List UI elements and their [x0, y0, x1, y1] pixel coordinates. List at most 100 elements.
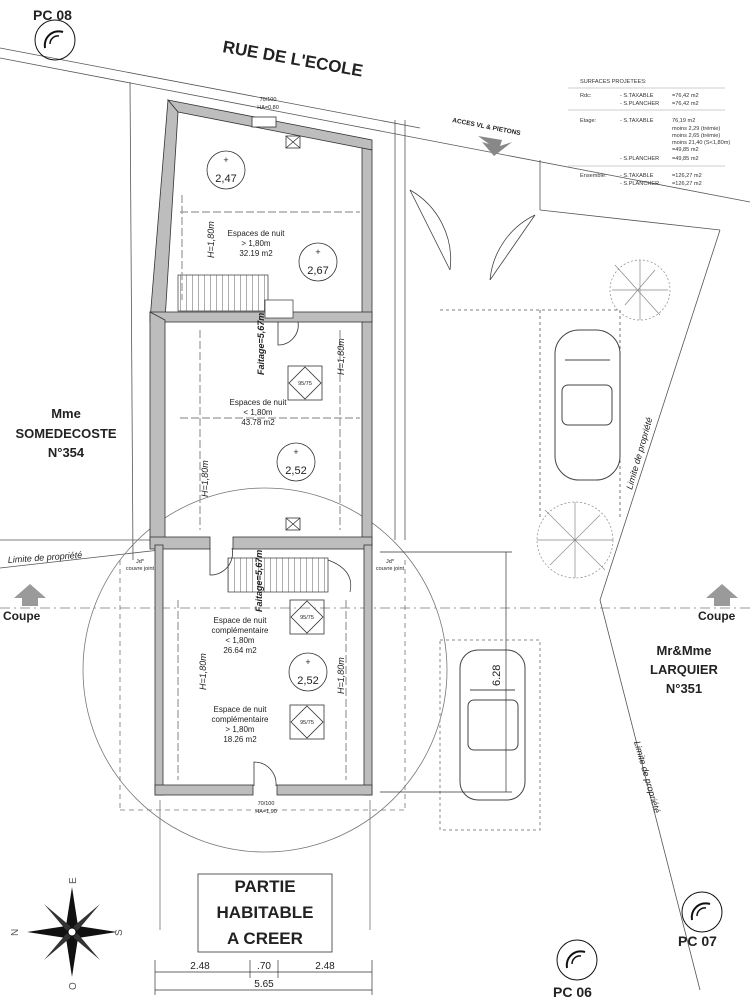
window-ha: HA=1,90 [255, 809, 277, 815]
room-area: 18.26 m2 [223, 735, 257, 744]
street-name: RUE DE L'ECOLE [221, 37, 364, 80]
extension-outline [82, 487, 448, 930]
dimension-label: 2.48 [190, 961, 210, 972]
room-size: > 1,80m [225, 725, 254, 734]
svg-text:Rdc:: Rdc: [580, 93, 592, 99]
height-label: H=1,80m [200, 460, 210, 497]
neighbor-number: N°351 [666, 681, 702, 696]
skylights [251, 116, 325, 740]
dimension-label: 5.65 [254, 979, 274, 990]
window-size: 70/100 [258, 801, 275, 807]
habitable-label: HABITABLE [217, 903, 314, 922]
elevation-markers [206, 150, 338, 692]
height-label: H=1,80m [198, 653, 208, 690]
dimension-label: 6.28 [491, 665, 503, 686]
elevation-label: 2,67 [307, 265, 328, 277]
window-size: 70/100 [260, 97, 277, 103]
pc-view-marker-icon [34, 19, 723, 981]
svg-text:SURFACES PROJETEES:: SURFACES PROJETEES: [580, 79, 647, 85]
surfaces-table: SURFACES PROJETEES: Rdc: - S.TAXABLE =76… [568, 79, 730, 187]
joint-label: Jd* [386, 559, 395, 565]
svg-text:=126,27 m2: =126,27 m2 [672, 173, 702, 179]
compass-e: E [68, 877, 79, 884]
tree-icon [536, 259, 671, 579]
svg-text:=49,85 m2: =49,85 m2 [672, 156, 699, 162]
elevation-label: 2,52 [297, 675, 318, 687]
svg-text:+: + [315, 247, 320, 257]
height-label: H=1,80m [206, 221, 216, 258]
window-ha: HA=0,80 [257, 105, 279, 111]
pc-label: PC 06 [553, 984, 592, 1000]
compass-rose-icon [27, 887, 117, 977]
property-limit-label: Limite de propriété [632, 740, 662, 814]
room-title: complémentaire [212, 626, 269, 635]
svg-text:moins 21,40 (S<1,80m): moins 21,40 (S<1,80m) [672, 140, 730, 146]
compass-s: S [114, 929, 125, 936]
compass-n: N [10, 929, 21, 936]
dimension-label: 2.48 [315, 961, 335, 972]
room-area: 32.19 m2 [239, 249, 273, 258]
joint-label: Jd* [136, 559, 145, 565]
room-area: 26.64 m2 [223, 646, 257, 655]
joint-label: couvre joint [376, 566, 405, 572]
svg-text:moins 2,65 (trémie): moins 2,65 (trémie) [672, 133, 720, 139]
habitable-label: PARTIE [234, 877, 295, 896]
svg-text:Ensemble:: Ensemble: [580, 173, 607, 179]
svg-text:+: + [305, 657, 310, 667]
room-title: Espace de nuit [214, 616, 268, 625]
coupe-arrow-icon [14, 584, 738, 606]
building-walls [149, 98, 373, 796]
svg-text:- S.TAXABLE: - S.TAXABLE [620, 118, 654, 124]
staircase [177, 274, 352, 593]
neighbor-number: N°354 [48, 445, 85, 460]
room-size: > 1,80m [241, 239, 270, 248]
height-label: H=1,80m [336, 338, 346, 375]
svg-text:+: + [293, 447, 298, 457]
car-icon [439, 329, 621, 831]
pc-label: PC 08 [33, 7, 72, 23]
skylight-size: 95/75 [298, 381, 312, 387]
door-swing [209, 321, 299, 787]
svg-text:- S.TAXABLE: - S.TAXABLE [620, 173, 654, 179]
access-arrow-icon [478, 136, 512, 156]
dimension-label: .70 [257, 961, 271, 972]
svg-text:- S.TAXABLE: - S.TAXABLE [620, 93, 654, 99]
horizontal-dimensions [154, 960, 373, 995]
svg-text:=76,42 m2: =76,42 m2 [672, 101, 699, 107]
svg-text:- S.PLANCHER: - S.PLANCHER [620, 156, 659, 162]
svg-text:+: + [223, 155, 228, 165]
skylight-size: 95/75 [300, 720, 314, 726]
svg-text:moins 2,29 (trémie): moins 2,29 (trémie) [672, 126, 720, 132]
entrance-gates [409, 189, 536, 281]
street-lines [0, 47, 750, 991]
habitable-label: A CREER [227, 929, 303, 948]
habitable-box [197, 873, 333, 953]
neighbor-name: Mr&Mme [657, 643, 712, 658]
coupe-label: Coupe [3, 609, 41, 623]
room-title: Espace de nuit [214, 705, 268, 714]
neighbor-name: Mme [51, 406, 81, 421]
svg-text:=49,85 m2: =49,85 m2 [672, 147, 699, 153]
svg-text:76,19 m2: 76,19 m2 [672, 118, 695, 124]
svg-text:=126,27 m2: =126,27 m2 [672, 181, 702, 187]
svg-text:=76,42 m2: =76,42 m2 [672, 93, 699, 99]
ridge-label: Faitage=5,67m [256, 313, 266, 375]
neighbor-name: LARQUIER [650, 662, 719, 677]
access-label: ACCES VL & PIETONS [452, 117, 522, 137]
pc-label: PC 07 [678, 933, 717, 949]
room-title: Espaces de nuit [230, 398, 288, 407]
compass-o: O [68, 982, 79, 990]
elevation-label: 2,47 [215, 173, 236, 185]
room-size: < 1,80m [243, 408, 272, 417]
neighbor-name: SOMEDECOSTE [15, 426, 116, 441]
svg-text:- S.PLANCHER: - S.PLANCHER [620, 181, 659, 187]
ridge-label: Faitage=5,67m [254, 550, 264, 612]
vertical-dimension [380, 551, 512, 793]
skylight-size: 95/75 [300, 615, 314, 621]
elevation-label: 2,52 [285, 465, 306, 477]
room-title: complémentaire [212, 715, 269, 724]
height-label: H=1,80m [336, 657, 346, 694]
room-area: 43.78 m2 [241, 418, 275, 427]
room-size: < 1,80m [225, 636, 254, 645]
